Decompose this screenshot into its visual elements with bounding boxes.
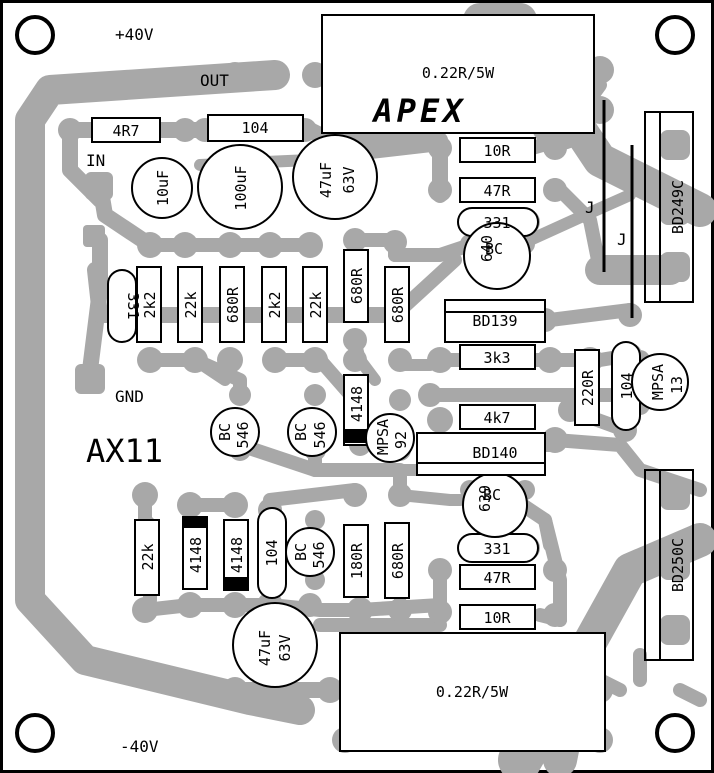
label-r-0r22-bottom: 0.22R/5W bbox=[436, 683, 509, 701]
label-c-104-mid: 104 bbox=[618, 372, 636, 399]
label-q-bc546-c-b: 546 bbox=[310, 541, 328, 568]
mounting-hole-tr bbox=[655, 15, 695, 55]
label-c-47uf-top-b: 63V bbox=[340, 166, 358, 193]
label-q-bc546-b-b: 546 bbox=[311, 421, 329, 448]
label-d-4148-a: 4148 bbox=[187, 537, 205, 573]
label-jumper1: J bbox=[585, 198, 595, 217]
label-r-4r7: 4R7 bbox=[112, 122, 139, 140]
label-c-104-bottom: 104 bbox=[263, 539, 281, 566]
label-q-mpsa92-a: MPSA bbox=[374, 419, 392, 455]
label-q-bd139: BD139 bbox=[472, 312, 517, 330]
label-c-331-bottom: 331 bbox=[483, 540, 510, 558]
svg-text:APEX: APEX bbox=[371, 92, 466, 130]
board-labels: +40V -40V OUT IN GND J J AX11 bbox=[86, 25, 627, 756]
label-vneg: -40V bbox=[120, 737, 159, 756]
label-r-2k2-a: 2k2 bbox=[141, 291, 159, 318]
label-c-47uf-bottom-a: 47uF bbox=[256, 630, 274, 666]
board-name: AX11 bbox=[86, 432, 163, 470]
label-r-680r-c: 680R bbox=[389, 286, 407, 323]
label-r-2k2-b: 2k2 bbox=[266, 291, 284, 318]
label-q-bc546-b-a: BC bbox=[292, 423, 310, 441]
label-gnd: GND bbox=[115, 387, 144, 406]
label-c-100uf: 100uF bbox=[232, 165, 250, 210]
label-jumper2: J bbox=[617, 230, 627, 249]
label-r-0r22-top: 0.22R/5W bbox=[422, 64, 495, 82]
label-q-bc546-a-b: 546 bbox=[234, 421, 252, 448]
label-c-47uf-top-a: 47uF bbox=[317, 162, 335, 198]
label-r-22k-c: 22k bbox=[139, 543, 157, 570]
label-r-680r-b: 680R bbox=[348, 267, 366, 304]
label-c-104-top: 104 bbox=[241, 119, 268, 137]
label-r-680r-d: 680R bbox=[389, 542, 407, 579]
label-q-bc640-a: BC bbox=[485, 240, 503, 258]
label-q-bc640-b: 640 bbox=[478, 235, 496, 262]
label-r-10r-bottom: 10R bbox=[483, 609, 511, 627]
label-d-4148-top: 4148 bbox=[348, 386, 366, 422]
label-c-331-left: 331 bbox=[124, 292, 142, 319]
label-r-10r-top: 10R bbox=[483, 142, 511, 160]
label-r-4k7: 4k7 bbox=[483, 409, 510, 427]
component-labels: 0.22R/5W 0.22R/5W 4R7 104 10R 47R 331 BC… bbox=[112, 64, 687, 701]
label-r-680r-a: 680R bbox=[224, 286, 242, 323]
label-q-bc546-c-a: BC bbox=[292, 543, 310, 561]
apex-logo: APEX bbox=[371, 92, 466, 130]
label-q-bc639-a: BC bbox=[483, 486, 501, 504]
label-q-bd140: BD140 bbox=[472, 444, 517, 462]
label-q-bc546-a-a: BC bbox=[216, 423, 234, 441]
label-c-10uf: 10uF bbox=[154, 170, 172, 206]
silkscreen bbox=[15, 14, 695, 753]
label-r-22k-b: 22k bbox=[307, 291, 325, 318]
label-out: OUT bbox=[200, 71, 229, 90]
label-q-mpsa13-b: 13 bbox=[668, 376, 686, 394]
mounting-hole-tl bbox=[15, 15, 55, 55]
mounting-hole-br bbox=[655, 713, 695, 753]
label-d-4148-b: 4148 bbox=[228, 537, 246, 573]
label-q-mpsa13-a: MPSA bbox=[649, 364, 667, 400]
label-r-180r: 180R bbox=[348, 542, 366, 579]
label-in: IN bbox=[86, 151, 105, 170]
label-r-22k-a: 22k bbox=[182, 291, 200, 318]
label-q-bd250c: BD250C bbox=[669, 538, 687, 592]
label-r-47r-top: 47R bbox=[483, 182, 511, 200]
label-r-220r: 220R bbox=[579, 369, 597, 406]
mounting-hole-bl bbox=[15, 713, 55, 753]
label-r-47r-bottom: 47R bbox=[483, 569, 511, 587]
label-q-bc639-b: 639 bbox=[476, 485, 494, 512]
label-r-3k3: 3k3 bbox=[483, 349, 510, 367]
label-vpos: +40V bbox=[115, 25, 154, 44]
label-c-331-top: 331 bbox=[483, 214, 510, 232]
label-q-bd249c: BD249C bbox=[669, 180, 687, 234]
label-c-47uf-bottom-b: 63V bbox=[276, 634, 294, 661]
label-q-mpsa92-b: 92 bbox=[392, 431, 410, 449]
